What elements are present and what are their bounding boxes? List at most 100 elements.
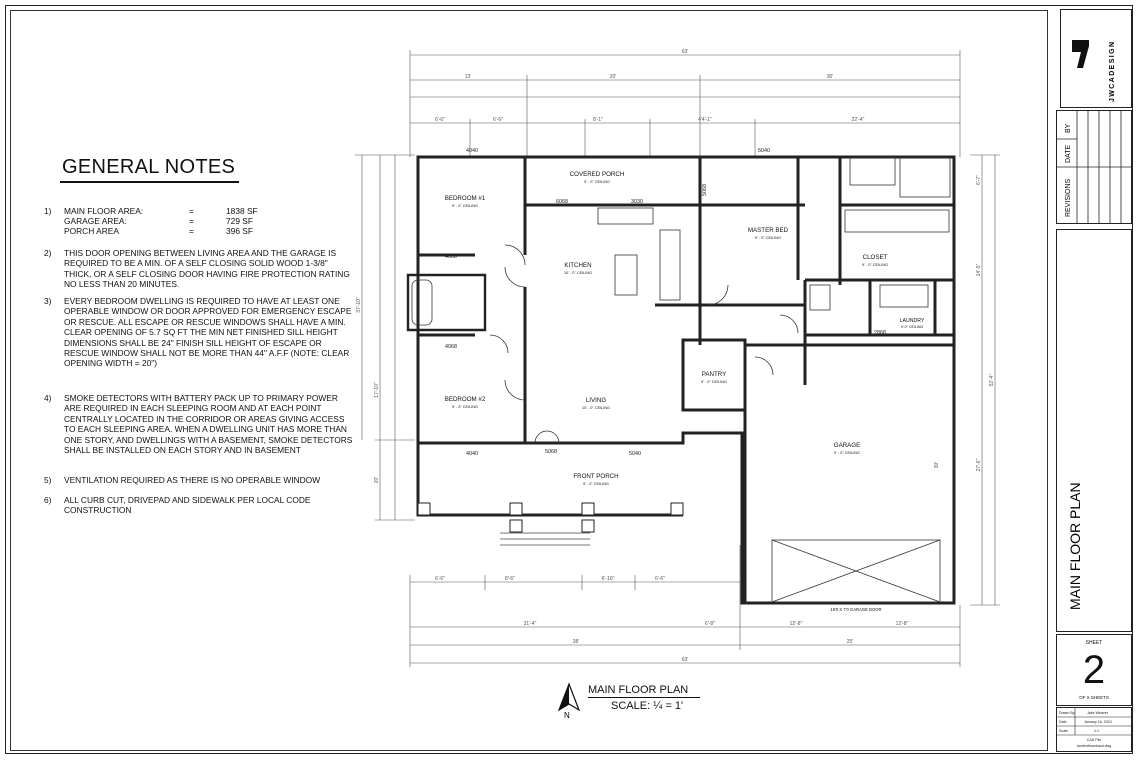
dimension-labels: 63' 13' 20' 30' 6'-6" 6'-6" 8'-1" 4'4'-1… [435,49,909,663]
dim-label: 31'-4" [524,621,537,627]
note-number: 3) [44,296,52,306]
plan-caption-underline [588,697,700,698]
scale-value: 1:1 [1094,729,1099,733]
dim-label: 63' [682,49,689,55]
area-equals: = [189,206,194,216]
room-ceiling: 9' - 0" CEILING [452,405,478,409]
walls [406,155,956,605]
note-number: 6) [44,495,52,505]
sheet-title-text: MAIN FLOOR PLAN [1067,482,1083,610]
room-ceiling: 9' - 0" CEILING [584,180,610,184]
north-arrow-icon: N [557,682,581,718]
note-text: EVERY BEDROOM DWELLING IS REQUIRED TO HA… [64,296,352,369]
dim-label: 12'-8" [790,621,803,627]
room-name: LAUNDRY [900,318,925,324]
sheet-of-count: OF X SHEETS [1079,695,1109,700]
dim-label: 30' [934,462,940,469]
date-label: Date [1059,720,1067,724]
by-column-label: BY [1065,123,1072,133]
room-name: FRONT PORCH [573,473,618,480]
revisions-table: DATE BY REVISIONS [1056,110,1132,224]
garage-door-label: 16'0 X 7'0 GARAGE DOOR [830,607,881,612]
dim-label: 37'-10" [356,297,362,313]
dim-label: 30' [827,74,834,80]
plan-caption: MAIN FLOOR PLAN [588,684,689,696]
room-name: COVERED PORCH [570,171,625,178]
cad-file-value: tanderdhaminaut.dwg [1077,744,1112,748]
dim-label: 20' [374,477,380,484]
plan-scale-caption: SCALE: ¼ = 1' [611,700,684,712]
room-name: PANTRY [702,371,727,378]
room-ceiling: 9'-0" CEILING [901,325,924,329]
dim-label: 27'-6" [976,458,982,471]
logo-wordmark: JWCADESIGN [1109,41,1116,102]
door-tag: 2868 [874,330,886,336]
sheet-title-block: MAIN FLOOR PLAN [1056,229,1132,632]
drawn-by-value: Jake Weaver [1087,711,1109,715]
dim-label: 6'-7" [976,175,982,185]
room-ceiling: 10' - 0" CEILING [582,406,610,410]
sheet-number-block: SHEET 2 OF X SHEETS [1056,634,1132,706]
sheet-number: 2 [1082,648,1106,692]
area-equals: = [189,216,194,226]
room-name: BEDROOM #1 [445,195,486,202]
dim-label: 38' [573,639,580,645]
sheet-title: MAIN FLOOR PLAN [1067,482,1083,610]
dim-label: 14'-5" [976,263,982,276]
note-number: 4) [44,393,52,403]
door-tag: 4068 [445,344,457,350]
company-logo-icon: JWCADESIGN [1072,40,1116,102]
window-tag: 4040 [466,451,478,457]
door-tag: 6068 [556,199,568,205]
date-column-label: DATE [1065,145,1072,163]
note-text: VENTILATION REQUIRED AS THERE IS NO OPER… [64,475,321,485]
room-ceiling: 9' - 0" CEILING [452,204,478,208]
scale-label: Scale [1059,729,1068,733]
room-ceiling: 10' - 0" CEILING [564,271,592,275]
door-tag: 5068 [702,184,708,196]
dim-label: 4'4'-1" [698,117,712,123]
dim-label: 6'-6" [493,117,503,123]
dim-label: 25' [847,639,854,645]
note-number: 2) [44,248,52,258]
drawing-info-table: Drawn By Jake Weaver Date January 16, 20… [1056,707,1132,752]
dim-label: 6'-6" [435,576,445,582]
door-tag: 4068 [445,254,457,260]
north-label: N [564,711,570,718]
window-tag: 4040 [466,148,478,154]
note-text: SMOKE DETECTORS WITH BATTERY PACK UP TO … [64,393,353,456]
dim-label: 8'-6" [505,576,515,582]
room-name: CLOSET [863,254,888,261]
dim-label: 6'-8" [705,621,715,627]
room-ceiling: 9' - 0" CEILING [755,236,781,240]
drawing-info-grid: Drawn By Jake Weaver Date January 16, 20… [1057,708,1131,748]
room-name: BEDROOM #2 [445,396,486,403]
drawn-by-label: Drawn By [1059,711,1075,715]
window-tag: 5040 [629,451,641,457]
room-name: GARAGE [834,442,860,449]
sheet-border [5,5,1133,754]
note-number: 5) [44,475,52,485]
revisions-label: REVISIONS [1065,179,1072,217]
counters [411,156,951,603]
area-label: MAIN FLOOR AREA: [64,206,144,216]
floor-plan-drawing: 63' 13' 20' 30' 6'-6" 6'-6" 8'-1" 4'4'-1… [355,49,1000,667]
dim-label: 6'-10" [602,576,615,582]
dim-label: 6'-6" [655,576,665,582]
note-text: ALL CURB CUT, DRIVEPAD AND SIDEWALK PER … [64,495,311,516]
dim-label: 52'-4" [989,373,995,386]
general-notes-title: GENERAL NOTES [62,156,236,178]
porch-columns [417,502,684,533]
dim-label: 12'-8" [896,621,909,627]
dim-label: 63' [682,657,689,663]
general-notes-underline [60,181,239,183]
sheet-label: SHEET [1085,640,1103,646]
window-tag: 5040 [758,148,770,154]
room-name: LIVING [586,397,606,404]
room-name: MASTER BED [748,227,789,234]
dim-label: 6'-6" [435,117,445,123]
area-label: GARAGE AREA: [64,216,127,226]
drawing-area-border [10,10,1048,751]
dim-label: 22'-4" [852,117,865,123]
